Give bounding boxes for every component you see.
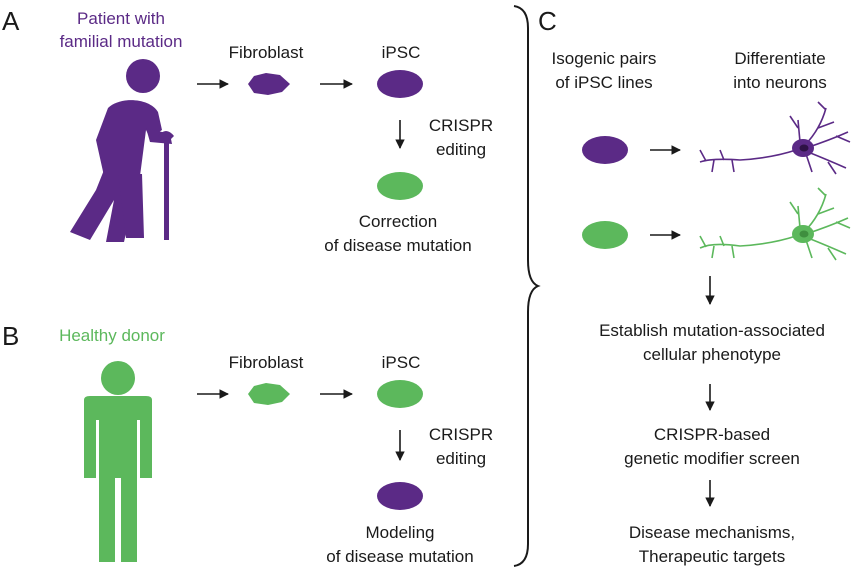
neuron-icon (699, 101, 851, 175)
panel-c-letter: C (538, 6, 557, 36)
donor-title: Healthy donor (59, 326, 165, 345)
fibroblast-cell-a (248, 73, 290, 95)
ipsc-cell-b (377, 380, 423, 408)
isogenic-ipsc-purple (582, 136, 628, 164)
step1-line1: Establish mutation-associated (599, 321, 825, 340)
patient-title-line1: Patient with (77, 9, 165, 28)
step3-line1: Disease mechanisms, (629, 523, 795, 542)
right-curly-brace (513, 5, 541, 567)
result-b-line1: Modeling (366, 523, 435, 542)
fibroblast-label-a: Fibroblast (229, 43, 304, 62)
panel-a: A Patient with familial mutation Fibrobl… (2, 6, 493, 255)
result-a-line2: of disease mutation (324, 236, 471, 255)
col1-header-line2: of iPSC lines (555, 73, 652, 92)
step2-line1: CRISPR-based (654, 425, 770, 444)
modeled-ipsc-cell (377, 482, 423, 510)
panel-b-letter: B (2, 321, 19, 351)
isogenic-ipsc-green (582, 221, 628, 249)
col2-header-line2: into neurons (733, 73, 827, 92)
crispr-label-b-line2: editing (436, 449, 486, 468)
crispr-label-b-line1: CRISPR (429, 425, 493, 444)
panel-b: B Healthy donor Fibroblast iPSC CRISPR e… (2, 321, 493, 566)
step1-line2: cellular phenotype (643, 345, 781, 364)
step2-line2: genetic modifier screen (624, 449, 800, 468)
elderly-person-with-cane-icon (70, 59, 174, 242)
fibroblast-cell-b (248, 383, 290, 405)
ipsc-label-a: iPSC (382, 43, 421, 62)
panel-c: C Isogenic pairs of iPSC lines Different… (538, 6, 851, 566)
result-a-line1: Correction (359, 212, 437, 231)
step3-line2: Therapeutic targets (639, 547, 785, 566)
crispr-label-a-line1: CRISPR (429, 116, 493, 135)
fibroblast-label-b: Fibroblast (229, 353, 304, 372)
standing-person-icon (84, 361, 152, 562)
result-b-line2: of disease mutation (326, 547, 473, 566)
panel-a-letter: A (2, 6, 20, 36)
patient-title-line2: familial mutation (60, 32, 183, 51)
ipsc-label-b: iPSC (382, 353, 421, 372)
corrected-ipsc-cell (377, 172, 423, 200)
ipsc-cell-a (377, 70, 423, 98)
neuron-icon (699, 187, 851, 261)
crispr-label-a-line2: editing (436, 140, 486, 159)
col1-header-line1: Isogenic pairs (552, 49, 657, 68)
col2-header-line1: Differentiate (734, 49, 825, 68)
